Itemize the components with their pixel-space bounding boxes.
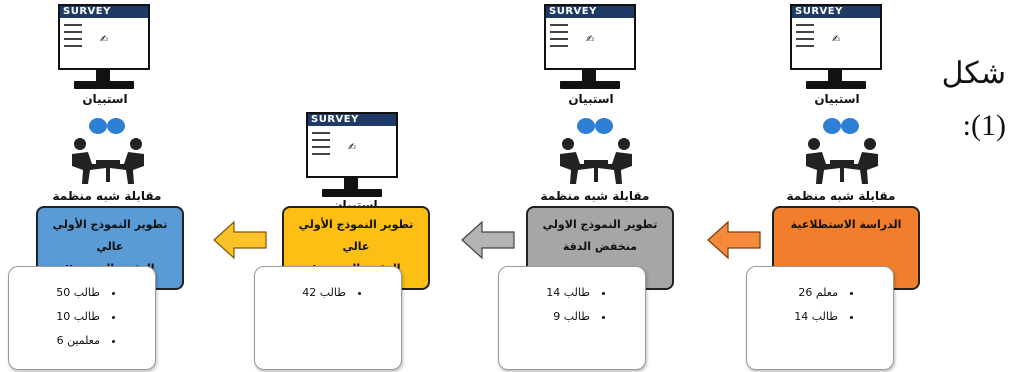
list-item: طالب 9 bbox=[499, 305, 605, 329]
list-item: طالب 10 bbox=[9, 305, 115, 329]
survey-label: SURVEY bbox=[308, 114, 396, 126]
stage-title: تطوير النموذج الأولي عالي bbox=[52, 218, 168, 253]
survey-monitor-icon: SURVEY ✍ bbox=[58, 4, 150, 94]
list-item: طالب 42 bbox=[255, 281, 361, 305]
participants-card: معلم 26 طالب 14 bbox=[746, 266, 894, 370]
stage-title: تطوير النموذج الاولي bbox=[542, 218, 658, 231]
questionnaire-label: استبيان bbox=[814, 92, 860, 106]
participants-card: طالب 42 bbox=[254, 266, 402, 370]
caption-line-1: شكل bbox=[941, 57, 1006, 90]
survey-label: SURVEY bbox=[546, 6, 634, 18]
questionnaire-label: استبيان bbox=[82, 92, 128, 106]
stage-title: الدراسة الاستطلاعية bbox=[790, 218, 902, 231]
participants-card: طالب 50 طالب 10 معلمين 6 bbox=[8, 266, 156, 370]
stage-title: تطوير النموذج الأولي عالي bbox=[298, 218, 414, 253]
survey-monitor-icon: SURVEY ✍ bbox=[544, 4, 636, 94]
list-item: طالب 50 bbox=[9, 281, 115, 305]
interview-label: مقابلة شبه منظمة bbox=[52, 189, 162, 203]
survey-label: SURVEY bbox=[792, 6, 880, 18]
figure-caption: شكل :(1) bbox=[926, 48, 1006, 152]
arrow-left-icon bbox=[213, 220, 267, 260]
list-item: معلمين 6 bbox=[9, 329, 115, 353]
interview-label: مقابلة شبه منظمة bbox=[540, 189, 650, 203]
arrow-left-icon bbox=[707, 220, 761, 260]
list-item: معلم 26 bbox=[747, 281, 853, 305]
list-item: طالب 14 bbox=[499, 281, 605, 305]
arrow-left-icon bbox=[461, 220, 515, 260]
participants-card: طالب 14 طالب 9 bbox=[498, 266, 646, 370]
survey-monitor-icon: SURVEY ✍ bbox=[790, 4, 882, 94]
meeting-icon bbox=[560, 118, 632, 184]
meeting-icon bbox=[806, 118, 878, 184]
stage-subtitle: منخفض الدقة bbox=[562, 240, 638, 253]
survey-label: SURVEY bbox=[60, 6, 148, 18]
list-item: طالب 14 bbox=[747, 305, 853, 329]
questionnaire-label: استبيان bbox=[568, 92, 614, 106]
caption-line-2: :(1) bbox=[962, 109, 1006, 142]
meeting-icon bbox=[72, 118, 144, 184]
interview-label: مقابلة شبه منظمة bbox=[786, 189, 896, 203]
survey-monitor-icon: SURVEY ✍ bbox=[306, 112, 398, 202]
